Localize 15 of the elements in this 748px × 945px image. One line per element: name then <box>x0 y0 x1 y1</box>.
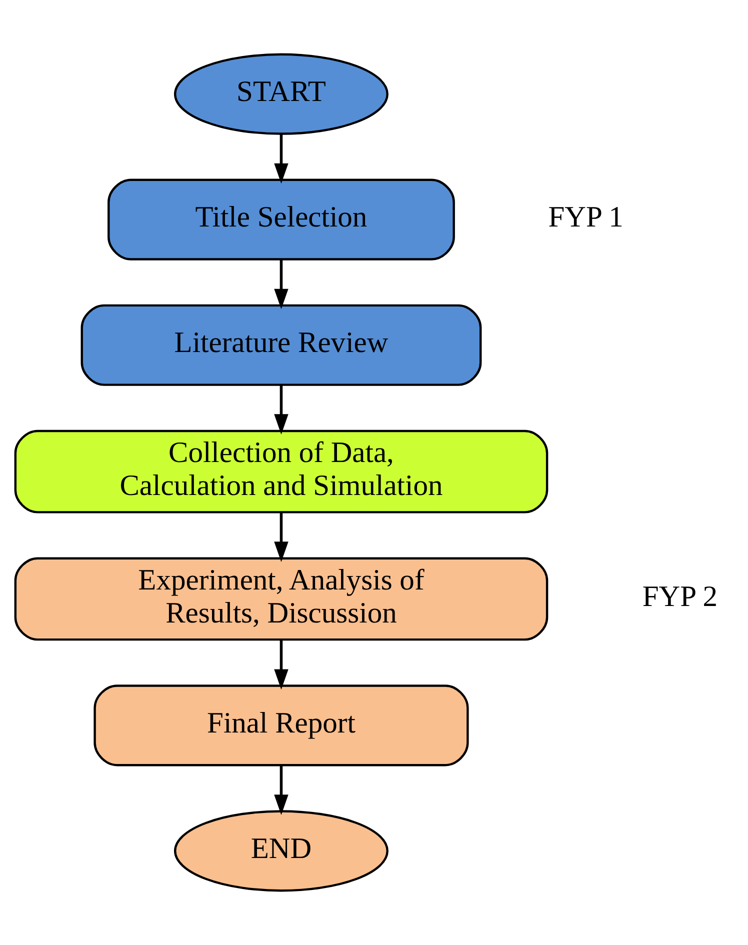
node-box: Literature Review <box>80 304 482 386</box>
arrow <box>274 765 288 815</box>
node-ellipse: END <box>174 810 388 892</box>
arrow <box>274 134 288 184</box>
arrow <box>274 512 288 562</box>
node-box: Collection of Data, Calculation and Simulation <box>14 430 548 514</box>
node-ellipse: START <box>174 53 388 135</box>
label: FYP 1 <box>548 202 624 234</box>
arrow <box>274 259 288 310</box>
node-box: Experiment, Analysis of Results, Discussion <box>14 557 548 641</box>
arrow <box>274 385 288 435</box>
node-box: Final Report <box>94 684 469 766</box>
label: FYP 2 <box>642 580 718 613</box>
arrow <box>274 640 288 690</box>
node-box: Title Selection <box>108 178 455 260</box>
